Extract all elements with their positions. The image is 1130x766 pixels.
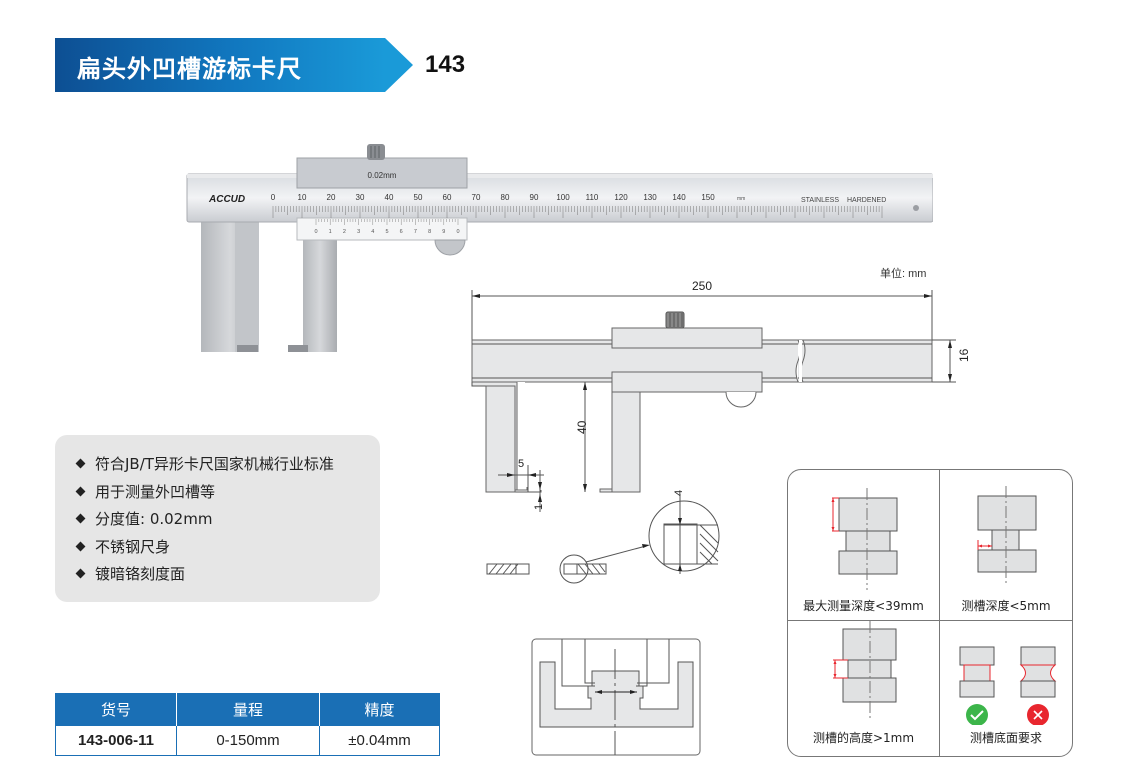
vernier-scale-label: 1 bbox=[329, 229, 332, 235]
groove-depth-diagram bbox=[977, 486, 1037, 585]
thumb-roller bbox=[434, 239, 466, 256]
bullet-diamond-icon bbox=[75, 486, 86, 496]
height-dimension-value: 16 bbox=[957, 348, 970, 362]
main-scale-label: 150 bbox=[701, 193, 715, 202]
requirement-label: 测槽的高度>1mm bbox=[812, 731, 915, 745]
product-series-code: 143 bbox=[425, 51, 466, 78]
vernier-scale-label: 8 bbox=[428, 229, 431, 235]
hardened-marking: HARDENED bbox=[847, 197, 886, 204]
requirement-groove-bottom: 测槽底面要求 bbox=[940, 621, 1072, 756]
main-scale-label: 110 bbox=[586, 193, 599, 202]
vernier-scale-ticks bbox=[315, 219, 459, 225]
vernier-scale-label: 2 bbox=[343, 229, 346, 235]
banner-arrow bbox=[385, 38, 413, 92]
banner-background bbox=[385, 38, 635, 92]
main-scale-label: 40 bbox=[385, 193, 394, 202]
tip-height-value: 1 bbox=[533, 504, 545, 510]
vernier-scale-label: 4 bbox=[371, 229, 374, 235]
measurement-requirements-panel: 最大测量深度<39mm 测槽深度<5mm 测槽的高度>1mm bbox=[787, 469, 1073, 757]
thumb-screw bbox=[367, 144, 385, 160]
main-scale-label: 10 bbox=[298, 193, 307, 202]
length-dimension-value: 250 bbox=[692, 279, 712, 293]
vernier-scale-label: 3 bbox=[357, 229, 360, 235]
feature-item: 符合JB/T异形卡尺国家机械行业标准 bbox=[75, 451, 380, 479]
groove-usage-diagram bbox=[531, 638, 701, 756]
table-row: 143-006-11 0-150mm ±0.04mm bbox=[55, 725, 440, 756]
header-accuracy: 精度 bbox=[319, 693, 440, 726]
feature-item: 镀暗铬刻度面 bbox=[75, 561, 380, 589]
vernier-scale-label: 7 bbox=[414, 229, 417, 235]
range-cell: 0-150mm bbox=[176, 725, 320, 756]
vernier-scale-label: 6 bbox=[400, 229, 403, 235]
moving-jaw bbox=[303, 238, 337, 352]
main-scale-label: 70 bbox=[472, 193, 481, 202]
slider-block bbox=[296, 157, 468, 189]
feature-item: 不锈钢尺身 bbox=[75, 534, 380, 562]
resolution-label: 0.02mm bbox=[368, 171, 397, 180]
requirement-groove-depth: 测槽深度<5mm bbox=[940, 470, 1072, 620]
main-scale-label: 130 bbox=[643, 193, 657, 202]
accuracy-cell: ±0.04mm bbox=[319, 725, 440, 756]
main-scale-label: 140 bbox=[672, 193, 686, 202]
groove-bottom-diagram bbox=[959, 646, 1057, 726]
main-scale-label: 80 bbox=[501, 193, 510, 202]
grid-divider bbox=[939, 470, 940, 756]
page-title: 扁头外凹槽游标卡尺 bbox=[77, 55, 302, 83]
bullet-diamond-icon bbox=[75, 568, 86, 579]
max-depth-diagram bbox=[831, 488, 898, 590]
vernier-scale-label: 5 bbox=[385, 229, 388, 235]
main-scale-ticks bbox=[272, 206, 883, 218]
main-scale-label: 50 bbox=[414, 193, 423, 202]
main-scale-label: 60 bbox=[443, 193, 452, 202]
stainless-marking: STAINLESS bbox=[801, 197, 839, 204]
brand-logo: ACCUD bbox=[208, 194, 245, 205]
requirement-label: 测槽底面要求 bbox=[969, 731, 1042, 745]
main-scale-label: 120 bbox=[614, 193, 628, 202]
dimension-drawing: 250 16 40 5 1 4 bbox=[471, 279, 970, 584]
vernier-scale-label: 0 bbox=[456, 229, 459, 235]
bullet-diamond-icon bbox=[75, 513, 86, 524]
header-range: 量程 bbox=[176, 693, 320, 726]
tip-width-value: 5 bbox=[518, 458, 524, 470]
groove-height-diagram bbox=[833, 621, 897, 721]
header-banner: 扁头外凹槽游标卡尺 143 bbox=[55, 38, 635, 92]
vernier-scale-label: 0 bbox=[314, 229, 317, 235]
spec-table: 货号 量程 精度 143-006-11 0-150mm ±0.04mm bbox=[55, 693, 440, 756]
detail-dimension-value: 4 bbox=[673, 490, 685, 496]
main-scale-label: 30 bbox=[356, 193, 365, 202]
main-scale-label: 0 bbox=[271, 193, 276, 202]
feature-item: 用于测量外凹槽等 bbox=[75, 479, 380, 507]
requirement-max-depth: 最大测量深度<39mm bbox=[788, 470, 939, 620]
main-scale-label: 90 bbox=[530, 193, 539, 202]
requirement-label: 最大测量深度<39mm bbox=[803, 599, 924, 613]
vernier-scale-label: 9 bbox=[442, 229, 445, 235]
cross-icon bbox=[1027, 704, 1049, 726]
jaw-depth-value: 40 bbox=[575, 420, 589, 434]
requirement-groove-height: 测槽的高度>1mm bbox=[788, 621, 939, 756]
banner-title-block bbox=[55, 38, 385, 92]
spec-table-header: 货号 量程 精度 bbox=[55, 693, 440, 726]
feature-list-panel: 符合JB/T异形卡尺国家机械行业标准 用于测量外凹槽等 分度值: 0.02mm … bbox=[55, 435, 380, 602]
bullet-diamond-icon bbox=[75, 541, 86, 551]
scale-unit-label: mm bbox=[737, 196, 745, 202]
grid-divider bbox=[788, 620, 1072, 621]
check-icon bbox=[966, 704, 988, 726]
item-code-cell: 143-006-11 bbox=[55, 725, 177, 756]
unit-label: 单位: mm bbox=[880, 268, 927, 280]
main-scale-label: 20 bbox=[327, 193, 336, 202]
vernier-plate bbox=[296, 217, 468, 241]
main-scale-label: 100 bbox=[556, 193, 570, 202]
requirement-label: 测槽深度<5mm bbox=[961, 599, 1051, 613]
feature-item: 分度值: 0.02mm bbox=[75, 506, 380, 534]
bullet-diamond-icon bbox=[75, 458, 86, 469]
header-item-code: 货号 bbox=[55, 693, 177, 726]
